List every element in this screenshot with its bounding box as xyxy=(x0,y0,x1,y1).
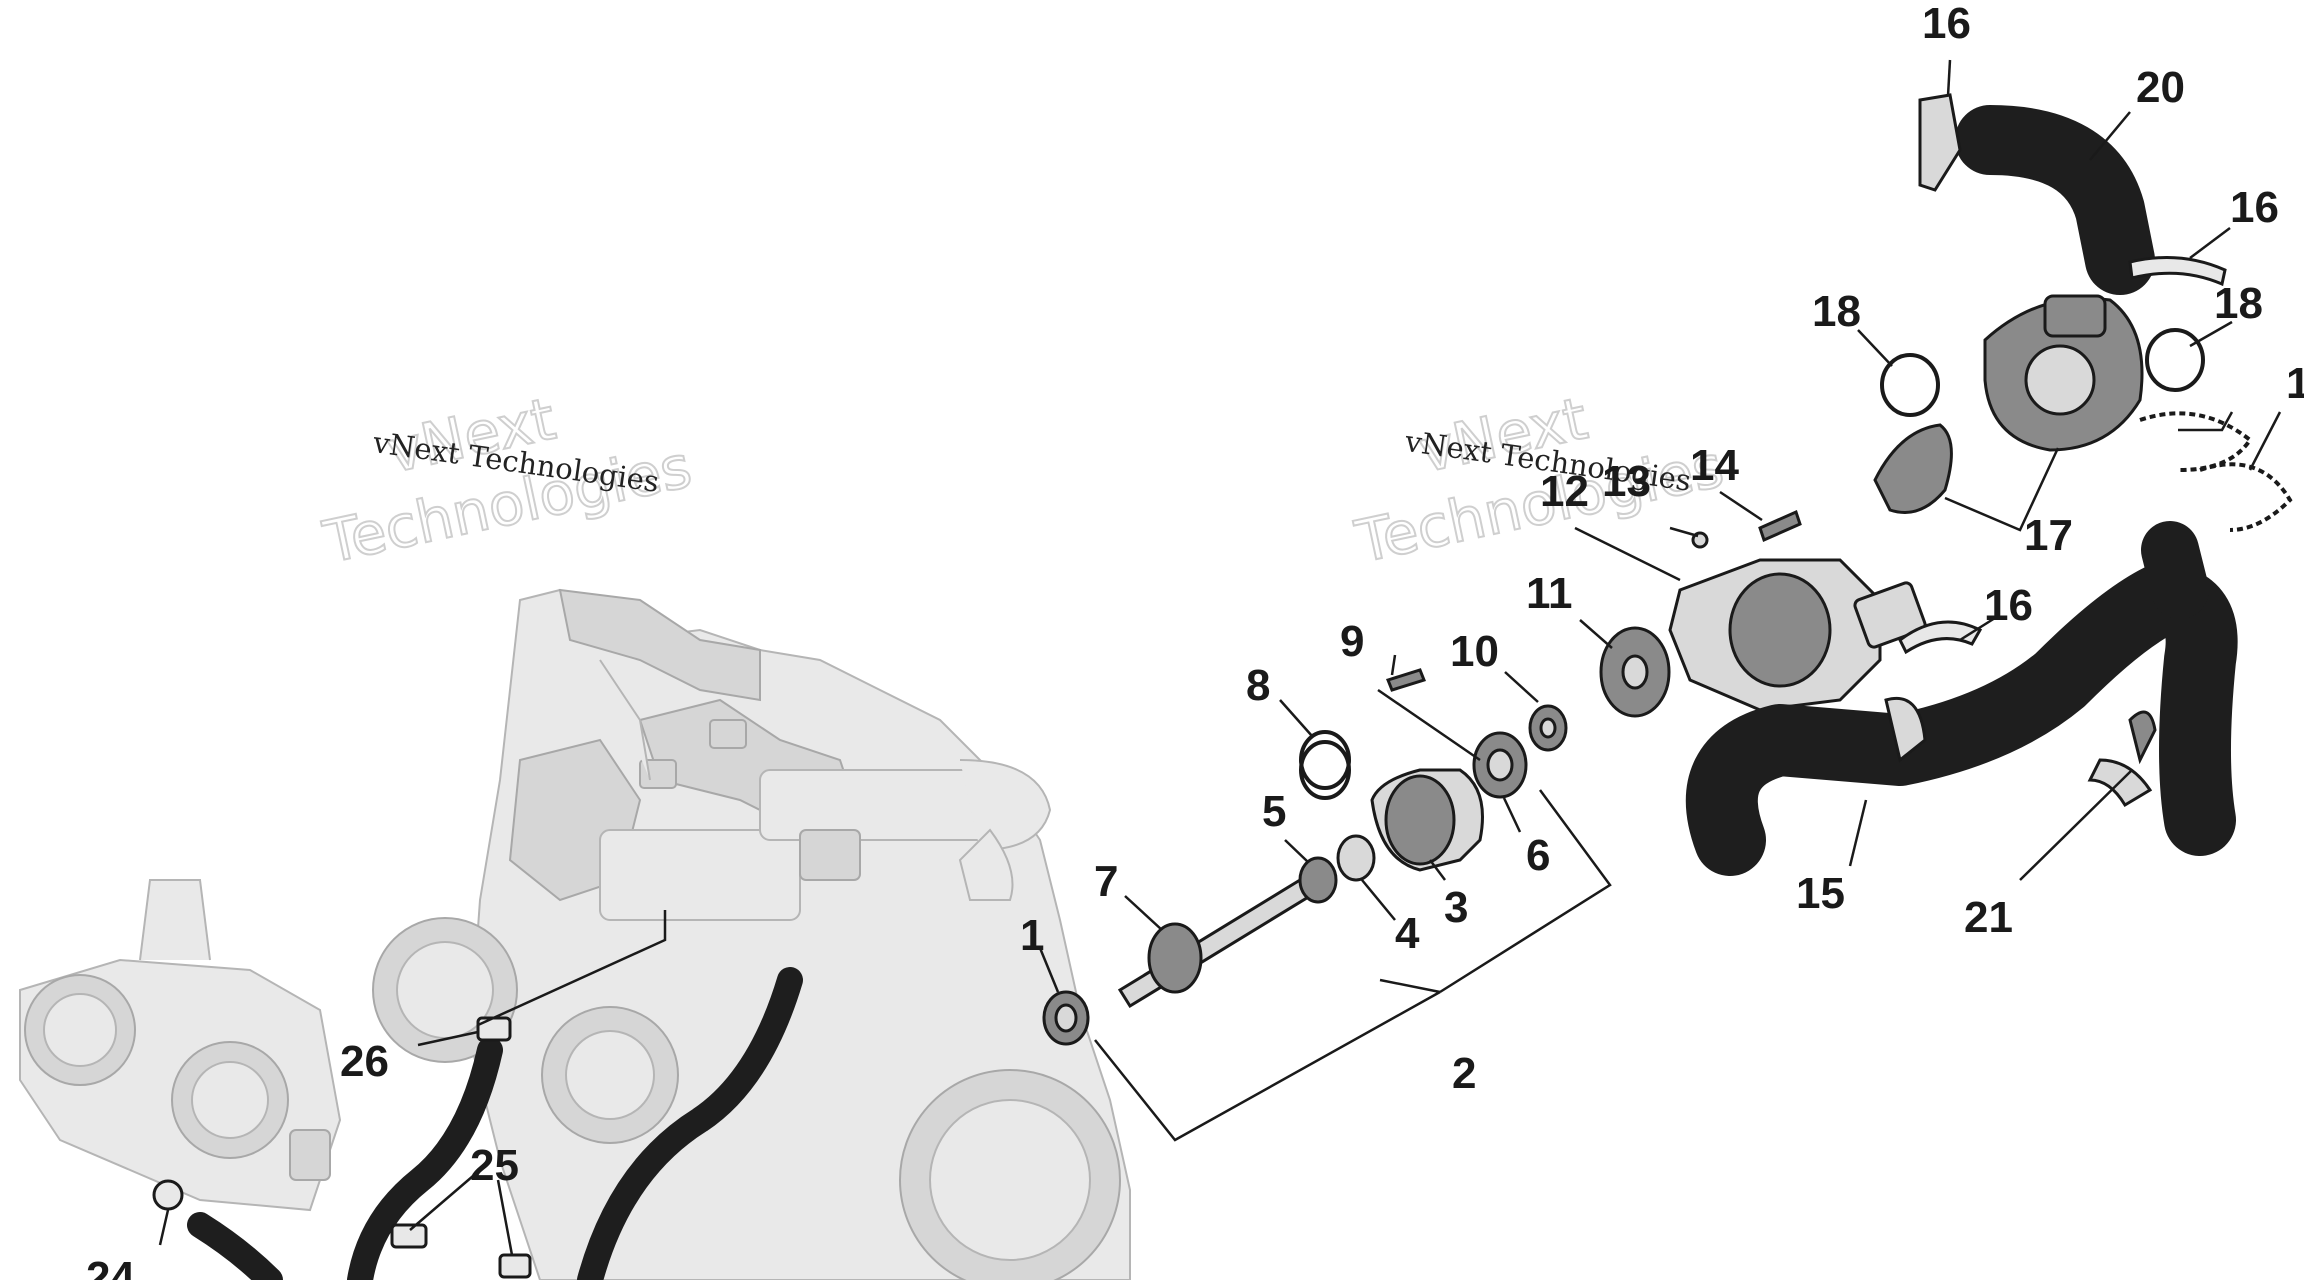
callout-8: 8 xyxy=(1246,661,1270,710)
sensor-21 xyxy=(2128,710,2157,765)
callout-20: 20 xyxy=(2136,63,2185,112)
hose-clamp-25b xyxy=(498,1253,532,1279)
engine-block-illustration xyxy=(372,588,1131,1280)
throttle-body-illustration xyxy=(19,879,342,1212)
clamp-16-right xyxy=(2128,256,2227,287)
callout-25: 25 xyxy=(470,1141,519,1190)
callout-16-right: 16 xyxy=(2230,183,2279,232)
callout-4: 4 xyxy=(1395,909,1420,958)
callout-7: 7 xyxy=(1094,857,1118,906)
screw-9 xyxy=(1386,668,1426,692)
clamp-16-lower xyxy=(1898,620,1983,655)
bolt-14 xyxy=(1758,509,1802,543)
seal-4 xyxy=(1336,834,1376,882)
callout-12: 12 xyxy=(1540,467,1589,516)
o-ring-18-left xyxy=(1880,353,1940,417)
water-pump-cover xyxy=(1668,509,1927,712)
pump-shaft-7 xyxy=(1117,877,1313,1009)
callout-14: 14 xyxy=(1690,441,1739,490)
fitting-17 xyxy=(1873,423,1953,514)
callout-19: 1 xyxy=(2286,359,2304,408)
gasket-19-b xyxy=(2199,462,2293,532)
hose-clamp-25a xyxy=(390,1223,428,1249)
housing-3-face xyxy=(1384,774,1456,866)
leader-lines xyxy=(158,59,2282,1256)
callout-18-left: 18 xyxy=(1812,287,1861,336)
callout-3: 3 xyxy=(1444,883,1468,932)
thermostat-and-upper-hoses xyxy=(1685,93,2293,876)
callout-6: 6 xyxy=(1526,831,1550,880)
callout-16-top: 16 xyxy=(1922,0,1971,48)
callout-26: 26 xyxy=(340,1037,389,1086)
callout-17: 17 xyxy=(2024,511,2073,560)
callout-11: 11 xyxy=(1526,569,1573,618)
drive-gear-7 xyxy=(1147,922,1203,994)
callout-21: 21 xyxy=(1964,893,2013,942)
callout-5: 5 xyxy=(1262,787,1286,836)
callout-15: 15 xyxy=(1796,869,1845,918)
callout-1: 1 xyxy=(1020,911,1044,960)
callout-24: 24 xyxy=(86,1253,135,1280)
o-ring-18-right xyxy=(2145,328,2205,392)
callout-18-right: 18 xyxy=(2214,279,2263,328)
callout-16-lower: 16 xyxy=(1984,581,2033,630)
clamp-16-top xyxy=(1918,93,1962,192)
callout-10: 10 xyxy=(1450,627,1499,676)
bearing-5 xyxy=(1298,856,1338,904)
callout-2: 2 xyxy=(1452,1049,1476,1098)
gasket-19-a xyxy=(2139,411,2253,472)
hose-clamp-26 xyxy=(476,1016,512,1042)
callout-labels: 1 2 3 4 5 6 7 8 9 10 11 12 13 14 15 16 1… xyxy=(86,0,2304,1280)
callout-13: 13 xyxy=(1602,457,1651,506)
hose-clamp-24 xyxy=(152,1179,184,1211)
water-pump-shaft-assembly xyxy=(1042,626,1671,1046)
lower-coolant-hoses xyxy=(152,967,803,1280)
callout-9: 9 xyxy=(1340,617,1364,666)
hose-band-15 xyxy=(1884,697,1927,763)
